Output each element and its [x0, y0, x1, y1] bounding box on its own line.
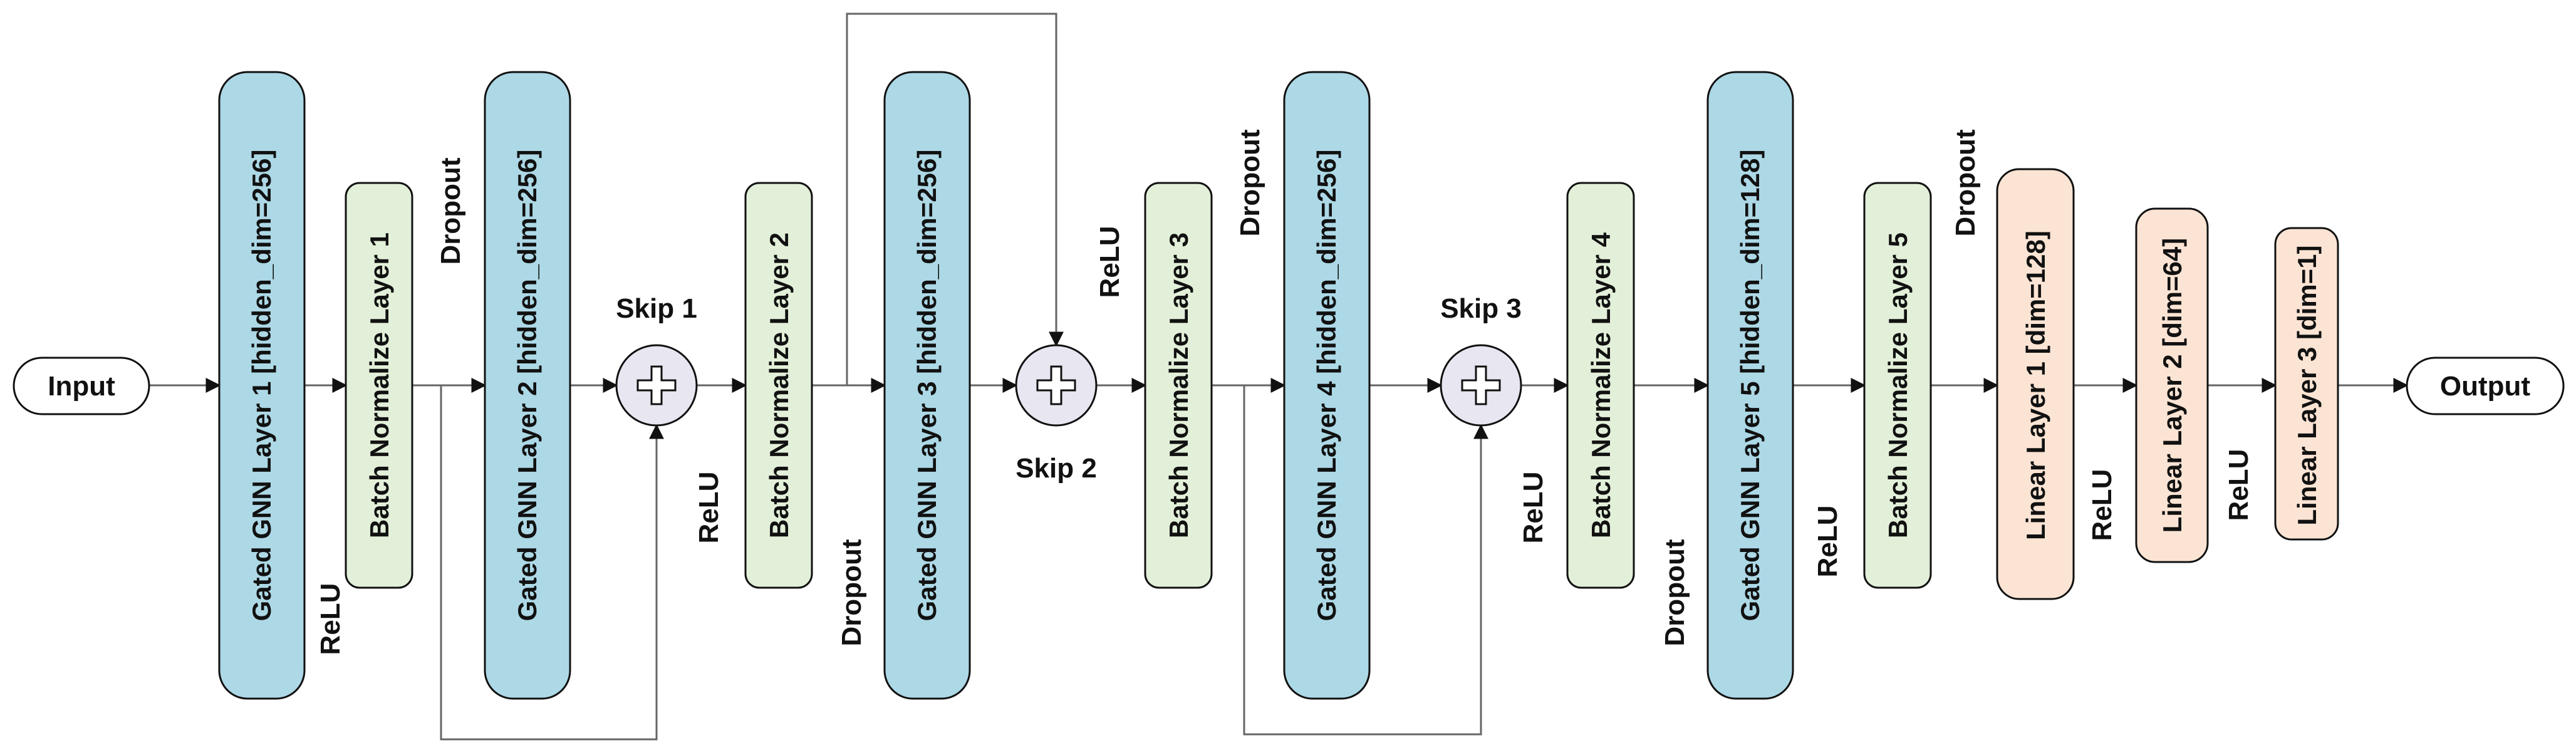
- gnn-layer-4: Gated GNN Layer 4 [hidden_dim=256]: [1283, 71, 1371, 700]
- dropout-label: Dropout: [836, 539, 867, 646]
- batch-norm-layer-3: Batch Normalize Layer 3: [1144, 182, 1213, 589]
- gnn-layer-4-label: Gated GNN Layer 4 [hidden_dim=256]: [1312, 150, 1341, 622]
- batch-norm-layer-5: Batch Normalize Layer 5: [1863, 182, 1932, 589]
- linear-layer-3: Linear Layer 3 [dim=1]: [2274, 227, 2339, 541]
- skip-1-label: Skip 1: [616, 293, 697, 324]
- skip-connection-3: [1243, 385, 1488, 736]
- output-terminal: Output: [2406, 357, 2565, 415]
- batch-norm-layer-4-label: Batch Normalize Layer 4: [1586, 232, 1616, 538]
- gnn-layer-1-label: Gated GNN Layer 1 [hidden_dim=256]: [247, 150, 276, 622]
- relu-label: ReLU: [2087, 469, 2117, 541]
- dropout-label: Dropout: [1235, 129, 1265, 236]
- dropout-label: Dropout: [435, 157, 466, 264]
- gnn-layer-2-label: Gated GNN Layer 2 [hidden_dim=256]: [512, 150, 542, 622]
- relu-label: ReLU: [1812, 506, 1843, 578]
- skip-2-label: Skip 2: [1015, 453, 1097, 484]
- plus-icon: [636, 365, 677, 405]
- batch-norm-layer-2: Batch Normalize Layer 2: [744, 182, 813, 589]
- skip-node-1: Skip 1: [615, 293, 698, 427]
- skip-node-3: Skip 3: [1440, 293, 1522, 427]
- gnn-layer-1: Gated GNN Layer 1 [hidden_dim=256]: [218, 71, 306, 700]
- skip-3-label: Skip 3: [1440, 293, 1522, 324]
- linear-layer-2: Linear Layer 2 [dim=64]: [2135, 207, 2209, 563]
- input-terminal: Input: [13, 357, 150, 415]
- gnn-layer-3: Gated GNN Layer 3 [hidden_dim=256]: [883, 71, 971, 700]
- batch-norm-layer-1-label: Batch Normalize Layer 1: [365, 232, 394, 538]
- batch-norm-layer-4: Batch Normalize Layer 4: [1566, 182, 1635, 589]
- batch-norm-layer-5-label: Batch Normalize Layer 5: [1883, 232, 1913, 538]
- plus-icon: [1461, 365, 1501, 405]
- gnn-layer-5-label: Gated GNN Layer 5 [hidden_dim=128]: [1735, 150, 1765, 622]
- skip-connection-1: [440, 385, 664, 741]
- relu-label: ReLU: [2223, 449, 2254, 521]
- linear-layer-3-label: Linear Layer 3 [dim=1]: [2292, 245, 2322, 525]
- skip-connection-2: [846, 13, 1064, 385]
- layer-blocks: Gated GNN Layer 1 [hidden_dim=256] Batch…: [218, 71, 2339, 700]
- input-label: Input: [48, 371, 115, 402]
- dropout-label: Dropout: [1950, 129, 1981, 236]
- relu-label: ReLU: [1518, 472, 1549, 544]
- gnn-layer-3-label: Gated GNN Layer 3 [hidden_dim=256]: [912, 150, 942, 622]
- output-label: Output: [2440, 371, 2531, 402]
- annotations: ReLU Dropout ReLU Dropout ReLU Dropout R…: [315, 129, 2254, 655]
- dropout-label: Dropout: [1659, 539, 1690, 646]
- linear-layer-2-label: Linear Layer 2 [dim=64]: [2158, 238, 2187, 533]
- relu-label: ReLU: [315, 583, 346, 655]
- relu-label: ReLU: [1094, 226, 1125, 298]
- connectors: [149, 13, 2409, 741]
- batch-norm-layer-1: Batch Normalize Layer 1: [345, 182, 413, 589]
- batch-norm-layer-2-label: Batch Normalize Layer 2: [764, 232, 794, 538]
- gnn-layer-5: Gated GNN Layer 5 [hidden_dim=128]: [1706, 71, 1794, 700]
- batch-norm-layer-3-label: Batch Normalize Layer 3: [1164, 232, 1193, 538]
- skip-node-2: Skip 2: [1015, 344, 1098, 484]
- plus-icon: [1036, 365, 1076, 405]
- relu-label: ReLU: [693, 472, 724, 544]
- gnn-layer-2: Gated GNN Layer 2 [hidden_dim=256]: [484, 71, 571, 700]
- linear-layer-1: Linear Layer 1 [dim=128]: [1996, 168, 2075, 600]
- linear-layer-1-label: Linear Layer 1 [dim=128]: [2021, 231, 2050, 540]
